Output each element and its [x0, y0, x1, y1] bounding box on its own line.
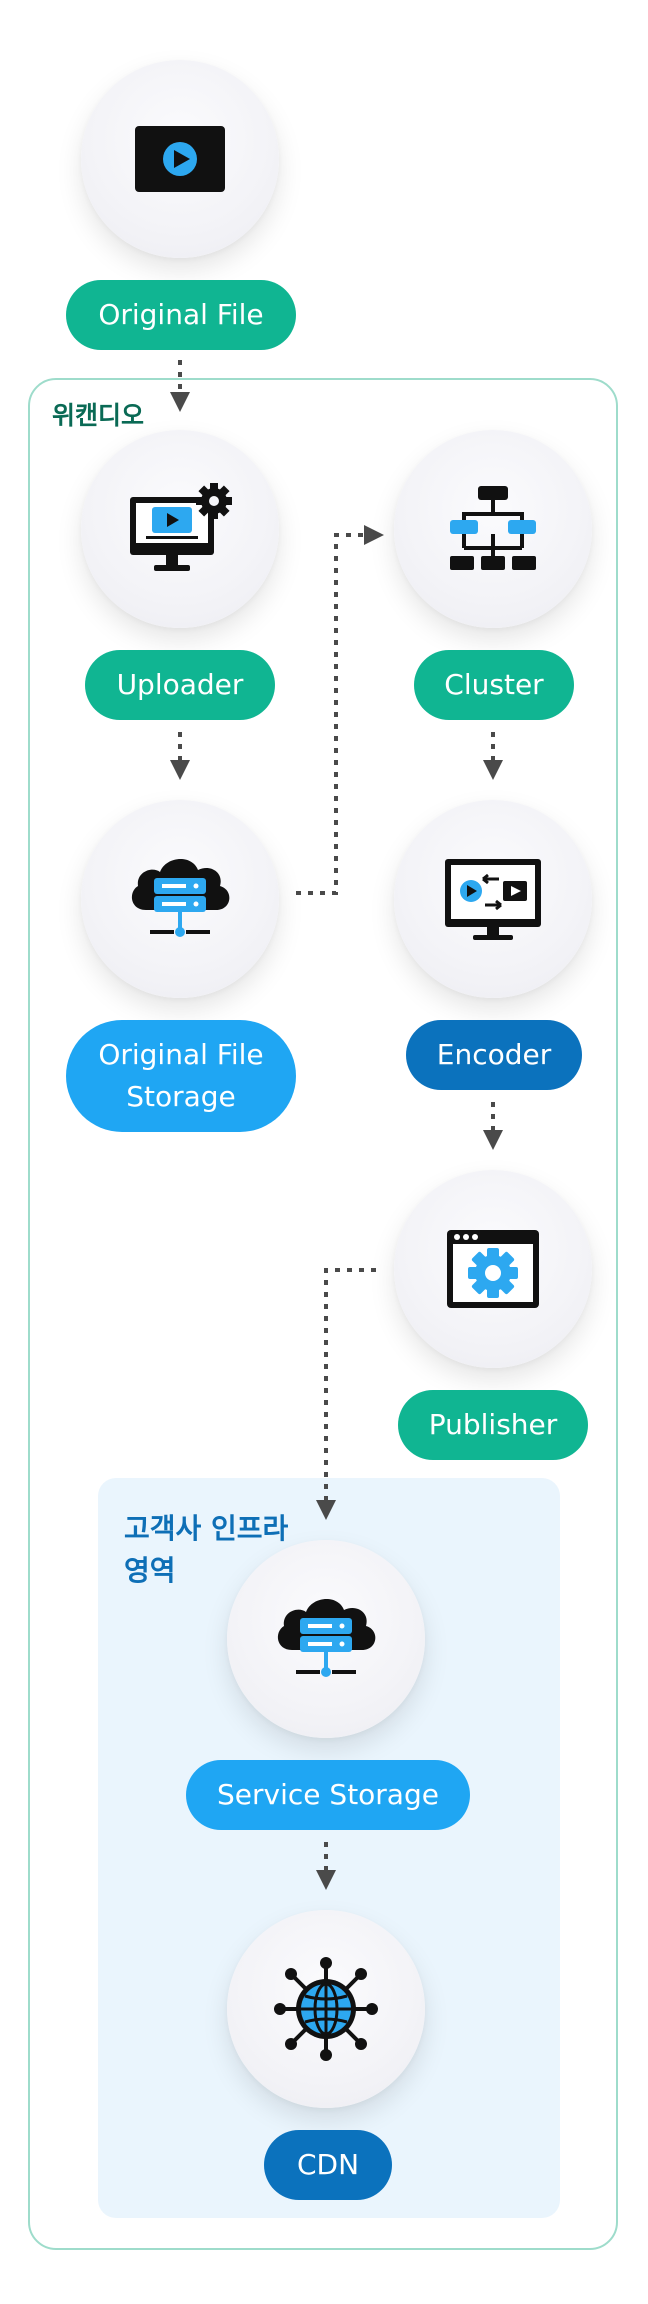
cdn-node [227, 1910, 425, 2108]
publisher-label: Publisher [398, 1390, 588, 1460]
service-storage-node [227, 1540, 425, 1738]
encoder-node [394, 800, 592, 998]
original-file-storage-label: Original File Storage [66, 1020, 296, 1132]
service-storage-label: Service Storage [186, 1760, 470, 1830]
cloud-server-icon [131, 858, 230, 937]
connector-publisher-to-service-storage [316, 1268, 376, 1520]
uploader-label: Uploader [85, 650, 275, 720]
network-hierarchy-icon [450, 486, 536, 570]
wecandeo-region-label: 위캔디오 [52, 401, 145, 430]
uploader-node [81, 430, 279, 628]
globe-network-icon [274, 1957, 378, 2061]
video-file-icon [135, 126, 225, 192]
wecandeo-region [28, 378, 618, 2250]
original-file-label: Original File [66, 280, 296, 350]
browser-gear-icon [447, 1230, 539, 1308]
cluster-label: Cluster [414, 650, 574, 720]
cluster-node [394, 430, 592, 628]
encoder-label: Encoder [406, 1020, 582, 1090]
original-file-storage-node [81, 800, 279, 998]
monitor-gear-icon [130, 483, 232, 571]
connector-storage-to-cluster [296, 525, 384, 895]
monitor-transcode-icon [445, 859, 541, 940]
original-file-node [81, 60, 279, 258]
customer-infra-region-label: 고객사 인프라 영역 [124, 1512, 289, 1587]
publisher-node [394, 1170, 592, 1368]
cloud-server-icon [277, 1598, 376, 1677]
cdn-label: CDN [264, 2130, 392, 2200]
